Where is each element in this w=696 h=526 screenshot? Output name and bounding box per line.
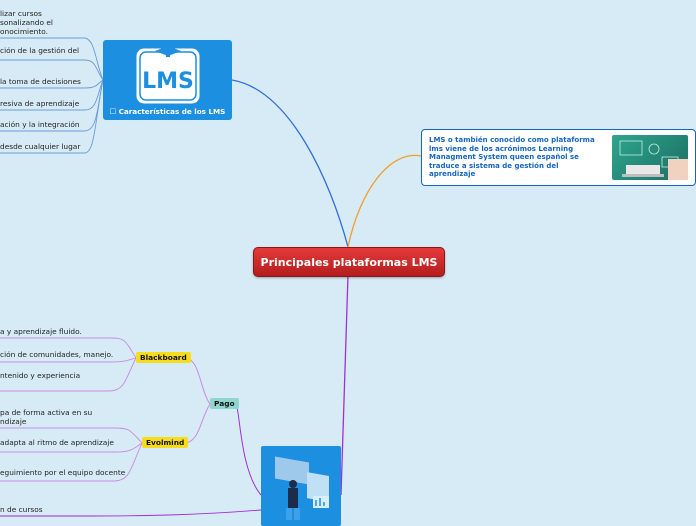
blackboard-item-2[interactable]: ción de comunidades, manejo. [0, 350, 114, 359]
platform-illustration-icon [275, 456, 329, 520]
lms-logo-icon: LMS [135, 46, 201, 105]
lms-card-caption: ☐ Características de los LMS [109, 107, 226, 116]
lms-feature-3[interactable]: la toma de decisiones [0, 77, 81, 86]
blackboard-node[interactable]: Blackboard [136, 352, 191, 363]
definition-node[interactable]: LMS o también conocido como plataforma l… [421, 129, 696, 186]
lms-logo-text: LMS [142, 69, 194, 94]
lms-feature-2[interactable]: ción de la gestión del [0, 46, 80, 55]
blackboard-item-1[interactable]: a y aprendizaje fluido. [0, 327, 82, 336]
lms-feature-1[interactable]: lizar cursos sonalizando el onocimiento. [0, 9, 53, 36]
evolmind-item-1[interactable]: pa de forma activa en su ndizaje [0, 408, 93, 426]
laptop-icon [619, 140, 688, 180]
central-topic[interactable]: Principales plataformas LMS [253, 247, 445, 277]
lms-feature-5[interactable]: ación y la integración [0, 120, 80, 129]
lms-feature-4[interactable]: resiva de aprendizaje [0, 99, 80, 108]
evolmind-item-3[interactable]: eguimiento por el equipo docente [0, 468, 126, 477]
evolmind-item-2[interactable]: adapta al ritmo de aprendizaje [0, 438, 114, 447]
pago-node[interactable]: Pago [210, 398, 239, 409]
lms-feature-6[interactable]: desde cualquier lugar [0, 142, 81, 151]
lms-card[interactable]: LMS ☐ Características de los LMS [103, 40, 232, 120]
platform-illustration[interactable] [261, 446, 341, 526]
blackboard-item-3[interactable]: ntenido y experiencia [0, 371, 81, 380]
evolmind-node[interactable]: Evolmind [142, 437, 189, 448]
laptop-image [612, 135, 688, 180]
bottom-partial-item[interactable]: n de cursos [0, 505, 43, 514]
definition-text: LMS o también conocido como plataforma l… [429, 136, 595, 179]
